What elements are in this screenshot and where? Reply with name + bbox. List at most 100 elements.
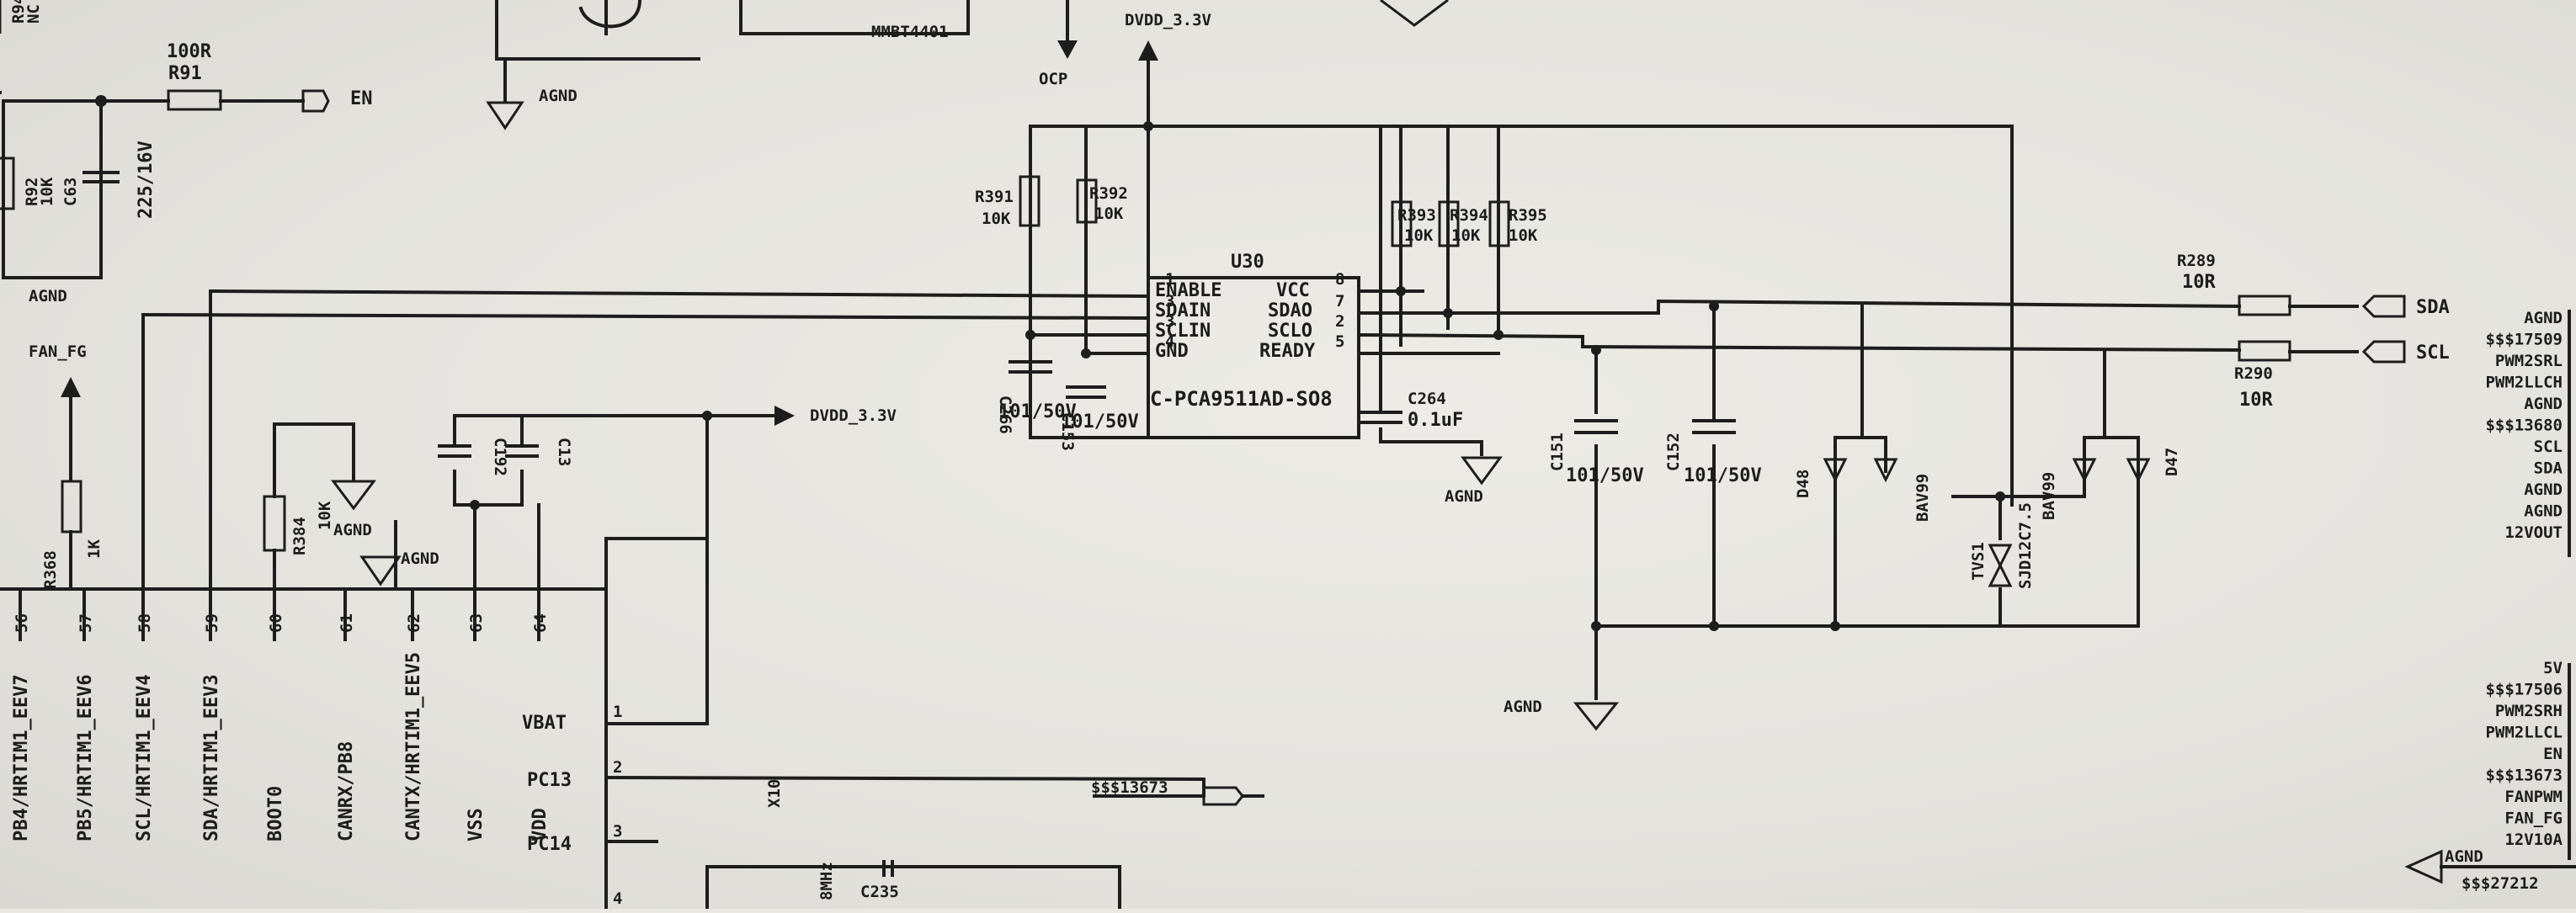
r394-resistor: [1438, 200, 1460, 247]
pin-sclin: SCLIN: [1155, 321, 1211, 342]
net-list-entry: PWM2LLCL: [2485, 724, 2563, 742]
r384-label: R384: [290, 517, 309, 555]
mmbt-label: MMBT4401: [871, 23, 949, 41]
r91-value: 100R: [167, 41, 212, 62]
r395-label: R395: [1509, 206, 1547, 225]
agnd-left-label: AGND: [29, 287, 67, 305]
mcu-pin-name: SCL/HRTIM1_EEV4: [134, 674, 155, 841]
net-list-entry: PWM2LLCH: [2485, 374, 2563, 392]
net-list-entry: $$$13680: [2485, 417, 2563, 435]
mcu-pin-name: PB4/HRTIM1_EEV7: [11, 674, 32, 841]
net-list-entry: AGND: [2524, 395, 2563, 413]
r94-value: NC: [24, 4, 43, 24]
r94-label: R94: [9, 0, 28, 24]
r290-value: 10R: [2239, 390, 2273, 411]
sda-label: SDA: [2416, 297, 2450, 318]
net-list-entry: 12VOUT: [2504, 523, 2563, 542]
r394-label: R394: [1450, 206, 1488, 225]
r92-label: R92: [23, 178, 41, 206]
fan-fg-label: FAN_FG: [29, 342, 87, 361]
pin-pc14: PC14: [527, 834, 572, 855]
net-list-entry: FANPWM: [2504, 788, 2563, 806]
bav99-b-label: BAV99: [2040, 472, 2058, 520]
agnd-top-label: AGND: [539, 87, 577, 105]
r368-value: 1K: [85, 539, 104, 559]
agnd-c-label: AGND: [401, 549, 439, 568]
r392-value: 10K: [1094, 204, 1124, 223]
mcu-pin-number: 57: [77, 613, 95, 633]
mcu-pin-name: SDA/HRTIM1_EEV3: [201, 674, 222, 841]
net-list-entry: $$$13673: [2485, 767, 2563, 785]
pin-sdain: SDAIN: [1155, 300, 1211, 321]
svg-text:7: 7: [1335, 292, 1344, 311]
net-list-entry: SCL: [2534, 438, 2563, 456]
tvs1-label: TVS1: [1969, 542, 1988, 581]
r92-value: 10K: [38, 177, 56, 206]
r394-value: 10K: [1451, 226, 1481, 245]
c153-value: 101/50V: [1061, 411, 1139, 433]
mcu-pin-number: 61: [338, 613, 356, 633]
net-27212-label: $$$27212: [2462, 874, 2539, 893]
net-list-entry: PWM2SRL: [2495, 352, 2563, 370]
net-list-entry: SDA: [2534, 459, 2563, 478]
svg-text:3: 3: [1165, 292, 1174, 311]
r391-value: 10K: [982, 210, 1011, 228]
c266-value: 101/50V: [998, 401, 1077, 422]
mcu-pin-number: 56: [13, 613, 31, 633]
r290-label: R290: [2234, 364, 2273, 383]
r92-resistor: [0, 157, 15, 210]
r368-label: R368: [41, 550, 60, 589]
pin-enable: ENABLE: [1155, 280, 1221, 301]
c152-value: 101/50V: [1684, 465, 1762, 486]
c63-label: C63: [61, 178, 80, 206]
c264-value: 0.1uF: [1408, 410, 1463, 431]
c264-label: C264: [1408, 390, 1446, 408]
scl-bus-in: [141, 312, 1151, 321]
svg-text:2: 2: [1335, 312, 1344, 331]
r391-resistor: [1019, 175, 1041, 227]
sda-bus-in: [208, 289, 1151, 299]
side-pin-4: 4: [613, 889, 622, 908]
agnd-r384-label: AGND: [333, 521, 372, 539]
svg-text:1: 1: [1165, 270, 1174, 289]
agnd-u30-label: AGND: [1445, 487, 1483, 506]
scl-port: [2361, 340, 2406, 364]
r393-value: 10K: [1404, 226, 1434, 245]
u30-part: C-PCA9511AD-SO8: [1150, 387, 1333, 411]
side-pin-2: 2: [613, 758, 622, 777]
c266-label: C266: [996, 395, 1014, 434]
r393-label: R393: [1397, 206, 1436, 225]
r368-resistor: [61, 480, 82, 533]
c192-label: C192: [491, 438, 509, 476]
net-list-entry: EN: [2543, 745, 2563, 763]
net-13673-label: $$$13673: [1091, 778, 1168, 797]
r392-resistor: [1076, 178, 1098, 224]
r392-label: R392: [1089, 184, 1128, 203]
svg-text:4: 4: [1165, 332, 1174, 351]
mcu-pin-name: VDD: [530, 808, 551, 841]
mcu-pin-name: PB5/HRTIM1_EEV6: [75, 674, 96, 841]
agnd-corner-label: AGND: [2445, 847, 2483, 866]
tvs1-value: SJD12C7.5: [2016, 502, 2035, 589]
mcu-pin-number: 58: [136, 613, 154, 633]
r395-resistor: [1488, 200, 1510, 247]
c151-value: 101/50V: [1566, 465, 1644, 486]
r393-resistor: [1391, 200, 1413, 247]
en-label: EN: [350, 88, 373, 109]
c153-label: C153: [1058, 412, 1077, 451]
net-list-top: AGND$$$17509PWM2SRLPWM2LLCHAGND$$$13680S…: [2485, 309, 2563, 542]
r289-resistor: [2238, 295, 2291, 316]
side-pin-1: 1: [613, 703, 622, 721]
net-list-entry: AGND: [2524, 309, 2563, 327]
mcu-pin-name: BOOT0: [265, 786, 286, 841]
pin-pc13: PC13: [527, 770, 572, 791]
pin-gnd: GND: [1155, 341, 1189, 362]
pin-sclo: SCLO: [1268, 321, 1312, 342]
agnd-bottom-label: AGND: [1504, 698, 1542, 716]
pin-vbat: VBAT: [522, 713, 567, 734]
x10-label: X10: [765, 779, 784, 808]
mcu-pin-name: CANTX/HRTIM1_EEV5: [403, 652, 424, 841]
ocp-label: OCP: [1039, 70, 1067, 88]
